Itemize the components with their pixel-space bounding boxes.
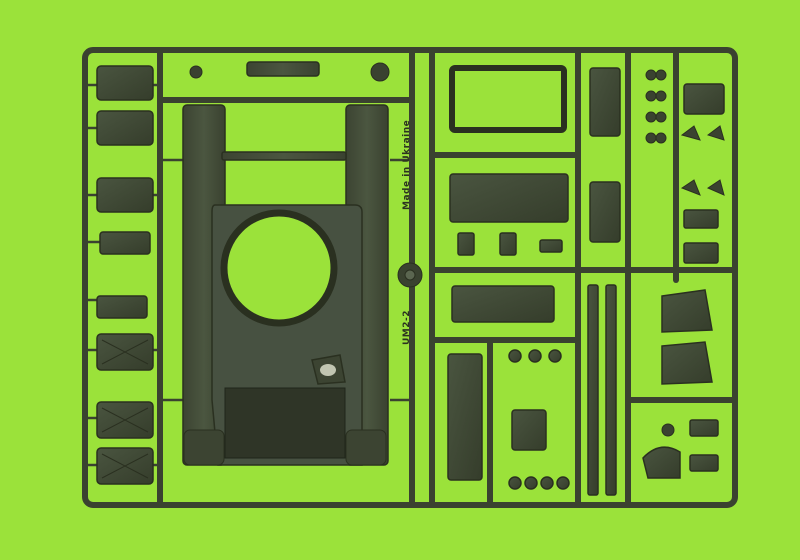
fender-part: [451, 285, 555, 323]
engine-deck-part: [449, 173, 569, 223]
center-column-parts: [447, 65, 570, 490]
molded-text-main: Made in Ukraine: [402, 119, 412, 210]
storage-box-part: [96, 177, 154, 213]
side-plate-part: [447, 353, 483, 481]
hatch-part: [99, 231, 151, 255]
box-part: [589, 67, 621, 137]
sprue-knobs: [189, 62, 423, 288]
box-part: [589, 181, 621, 243]
turret-ring: [220, 209, 338, 327]
small-fittings: [645, 69, 725, 437]
hull-deck-part: [183, 204, 387, 466]
storage-box-part: [96, 65, 154, 101]
molded-text-secondary: UM2-2: [402, 309, 412, 345]
storage-box-part: [96, 110, 154, 146]
left-column-parts: [96, 65, 154, 485]
sprue-frame: [82, 47, 738, 508]
storage-box-part: [96, 295, 148, 319]
right-column-parts: [587, 67, 725, 496]
